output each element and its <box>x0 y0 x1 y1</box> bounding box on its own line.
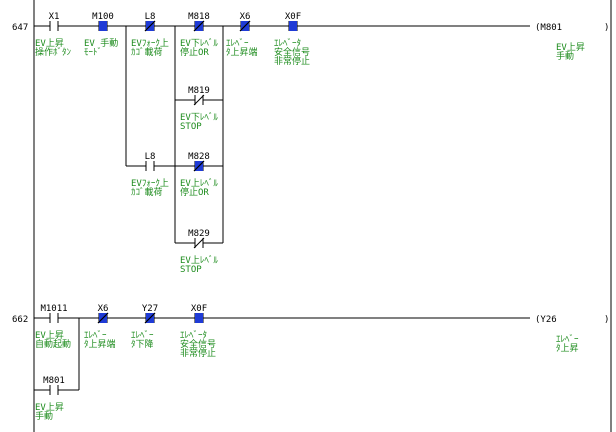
contact-nc-slash-outline <box>97 312 109 324</box>
contact-device-label: M801 <box>43 376 65 386</box>
device-comment: EVﾌｫｰｸ上 <box>131 178 169 189</box>
contact-device-label: Y27 <box>142 304 158 314</box>
step-number: 647 <box>12 23 28 33</box>
device-comment: STOP <box>180 265 202 275</box>
contact-monitor-on <box>195 313 203 323</box>
coil-close-paren: ) <box>604 23 609 33</box>
device-comment: EV上ﾚﾍﾞﾙ <box>180 178 218 189</box>
contact-nc-slash <box>193 94 205 106</box>
coil-output-label: (Y26 <box>535 315 557 325</box>
device-comment: 自動起動 <box>35 338 71 350</box>
contact-device-label: X6 <box>98 304 109 314</box>
device-comment: 安全信号 <box>274 46 310 58</box>
device-comment: ﾓｰﾄﾞ <box>84 47 102 58</box>
coil-output-label: (M801 <box>535 23 562 33</box>
contact-device-label: M829 <box>188 229 210 239</box>
coil-close-paren: ) <box>604 315 609 325</box>
device-comment: 停止OR <box>180 186 209 198</box>
device-comment: 非常停止 <box>180 347 216 359</box>
contact-nc-slash-outline <box>144 312 156 324</box>
contact-nc-slash-outline <box>239 20 251 32</box>
contact-nc-slash-outline <box>193 20 205 32</box>
device-comment: ﾀ上昇端 <box>226 46 258 58</box>
contact-device-label: X6 <box>240 12 251 22</box>
contact-nc-slash <box>193 237 205 249</box>
device-comment: EV 手動 <box>84 37 118 49</box>
device-comment: EV上昇 <box>35 38 64 49</box>
contact-monitor-on <box>99 21 107 31</box>
contact-monitor-on <box>289 21 297 31</box>
device-comment: ｶｺﾞ載荷 <box>131 46 163 58</box>
device-comment: EV上昇 <box>35 330 64 341</box>
contact-device-label: L8 <box>145 12 156 22</box>
device-comment: EV上昇 <box>35 402 64 413</box>
device-comment: EV下ﾚﾍﾞﾙ <box>180 38 218 49</box>
device-comment: ﾀ下降 <box>131 338 154 350</box>
device-comment: ｴﾚﾍﾞｰ <box>131 330 154 341</box>
coil-comment: EV上昇 <box>556 42 585 53</box>
contact-device-label: X0F <box>285 12 301 22</box>
device-comment: EV下ﾚﾍﾞﾙ <box>180 112 218 123</box>
coil-comment: 手動 <box>556 50 574 62</box>
device-comment: ｴﾚﾍﾞｰ <box>84 330 107 341</box>
device-comment: EVﾌｫｰｸ上 <box>131 38 169 49</box>
contact-device-label: M819 <box>188 86 210 96</box>
device-comment: 安全信号 <box>180 338 216 350</box>
contact-nc-slash-outline <box>144 20 156 32</box>
contact-device-label: L8 <box>145 152 156 162</box>
contact-device-label: M1011 <box>40 304 67 314</box>
device-comment: ｴﾚﾍﾞｰﾀ <box>274 38 301 49</box>
step-number: 662 <box>12 315 28 325</box>
contact-device-label: X0F <box>191 304 207 314</box>
device-comment: 手動 <box>35 410 53 422</box>
contact-device-label: M828 <box>188 152 210 162</box>
device-comment: 操作ﾎﾞﾀﾝ <box>35 46 72 58</box>
device-comment: EV上ﾚﾍﾞﾙ <box>180 255 218 266</box>
device-comment: 非常停止 <box>274 55 310 67</box>
device-comment: ﾀ上昇端 <box>84 338 116 350</box>
device-comment: ｴﾚﾍﾞｰ <box>226 38 249 49</box>
contact-nc-slash-outline <box>193 160 205 172</box>
contact-device-label: M100 <box>92 12 114 22</box>
device-comment: ｶｺﾞ載荷 <box>131 186 163 198</box>
device-comment: 停止OR <box>180 46 209 58</box>
device-comment: STOP <box>180 122 202 132</box>
device-comment: ｴﾚﾍﾞｰﾀ <box>180 330 207 341</box>
contact-device-label: M818 <box>188 12 210 22</box>
contact-device-label: X1 <box>49 12 60 22</box>
coil-comment: ﾀ上昇 <box>556 343 579 354</box>
coil-comment: ｴﾚﾍﾞｰ <box>556 334 579 345</box>
